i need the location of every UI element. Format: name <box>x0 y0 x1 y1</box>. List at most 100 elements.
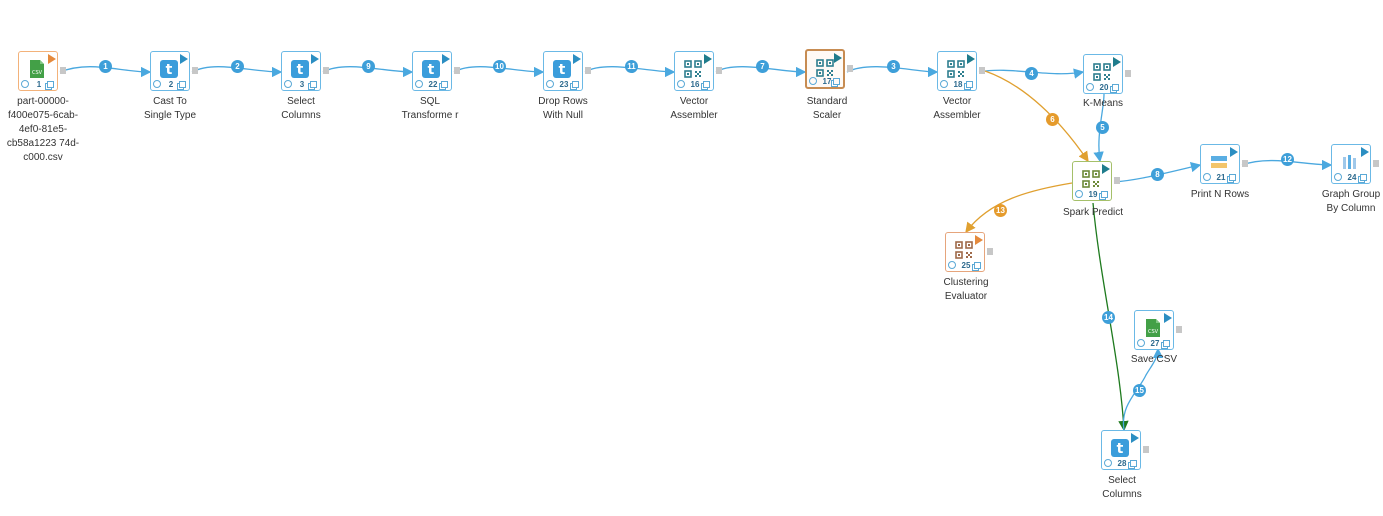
node-card[interactable]: 18 <box>937 51 977 91</box>
node-number: 20 <box>1099 83 1109 92</box>
node-card[interactable]: 19 <box>1072 161 1112 201</box>
info-icon[interactable] <box>153 80 161 88</box>
edge-n19-to-n25[interactable] <box>965 182 1073 234</box>
output-port[interactable] <box>1125 70 1131 77</box>
output-port[interactable] <box>192 67 198 74</box>
info-icon[interactable] <box>948 261 956 269</box>
node-number: 3 <box>299 80 305 89</box>
info-icon[interactable] <box>21 80 29 88</box>
copy-icon[interactable] <box>1130 460 1137 467</box>
info-icon[interactable] <box>1334 173 1342 181</box>
node-print-n-rows[interactable]: 21 <box>1200 144 1248 184</box>
info-icon[interactable] <box>1203 173 1211 181</box>
node-spark-predict[interactable]: 19 <box>1072 161 1120 201</box>
info-icon[interactable] <box>546 80 554 88</box>
info-icon[interactable] <box>809 77 817 85</box>
node-card[interactable]: 24 <box>1331 144 1371 184</box>
run-icon[interactable] <box>1113 57 1121 67</box>
node-card[interactable]: 21 <box>1200 144 1240 184</box>
node-card[interactable]: 25 <box>945 232 985 272</box>
run-icon[interactable] <box>1164 313 1172 323</box>
output-port[interactable] <box>60 67 66 74</box>
output-port[interactable] <box>1176 326 1182 333</box>
copy-icon[interactable] <box>572 81 579 88</box>
info-icon[interactable] <box>677 80 685 88</box>
run-icon[interactable] <box>967 54 975 64</box>
output-port[interactable] <box>454 67 460 74</box>
copy-icon[interactable] <box>833 78 840 85</box>
output-port[interactable] <box>585 67 591 74</box>
edge-n28-to-n27[interactable] <box>1122 347 1164 431</box>
output-port[interactable] <box>1373 160 1379 167</box>
copy-icon[interactable] <box>703 81 710 88</box>
info-icon[interactable] <box>1086 83 1094 91</box>
run-icon[interactable] <box>48 54 56 64</box>
node-k-means[interactable]: 20 <box>1083 54 1131 94</box>
output-port[interactable] <box>716 67 722 74</box>
node-card[interactable]: 20 <box>1083 54 1123 94</box>
output-port[interactable] <box>847 65 853 72</box>
run-icon[interactable] <box>180 54 188 64</box>
copy-icon[interactable] <box>966 81 973 88</box>
info-icon[interactable] <box>1075 190 1083 198</box>
node-standard-scaler[interactable]: 17 <box>805 49 853 89</box>
node-label: Spark Predict <box>1062 207 1124 218</box>
copy-icon[interactable] <box>310 81 317 88</box>
copy-icon[interactable] <box>1112 84 1119 91</box>
info-icon[interactable] <box>284 80 292 88</box>
copy-icon[interactable] <box>1229 174 1236 181</box>
output-port[interactable] <box>1114 177 1120 184</box>
node-graph-group-by-column[interactable]: 24 <box>1331 144 1379 184</box>
output-port[interactable] <box>979 67 985 74</box>
info-icon[interactable] <box>415 80 423 88</box>
node-vector-assembler[interactable]: 16 <box>674 51 722 91</box>
run-icon[interactable] <box>311 54 319 64</box>
edge-label-badge: 11 <box>625 60 638 73</box>
output-port[interactable] <box>1242 160 1248 167</box>
copy-icon[interactable] <box>179 81 186 88</box>
node-label: Standard Scaler <box>806 96 848 121</box>
run-icon[interactable] <box>834 53 842 63</box>
node-card[interactable]: 17 <box>805 49 845 89</box>
edge-n18-to-n19[interactable] <box>984 70 1089 163</box>
copy-icon[interactable] <box>974 262 981 269</box>
run-icon[interactable] <box>975 235 983 245</box>
copy-icon[interactable] <box>441 81 448 88</box>
run-icon[interactable] <box>442 54 450 64</box>
ml-grid-icon <box>946 59 966 79</box>
run-icon[interactable] <box>573 54 581 64</box>
node-vector-assembler[interactable]: 18 <box>937 51 985 91</box>
node-card[interactable]: 16 <box>674 51 714 91</box>
info-icon[interactable] <box>940 80 948 88</box>
output-port[interactable] <box>323 67 329 74</box>
copy-icon[interactable] <box>1360 174 1367 181</box>
output-port[interactable] <box>1143 446 1149 453</box>
run-icon[interactable] <box>1361 147 1369 157</box>
copy-icon[interactable] <box>1163 340 1170 347</box>
node-clustering-evaluator[interactable]: 25 <box>945 232 993 272</box>
run-icon[interactable] <box>704 54 712 64</box>
copy-icon[interactable] <box>47 81 54 88</box>
run-icon[interactable] <box>1102 164 1110 174</box>
copy-icon[interactable] <box>1101 191 1108 198</box>
info-icon[interactable] <box>1137 339 1145 347</box>
output-port[interactable] <box>987 248 993 255</box>
run-icon[interactable] <box>1230 147 1238 157</box>
run-icon[interactable] <box>1131 433 1139 443</box>
info-icon[interactable] <box>1104 459 1112 467</box>
